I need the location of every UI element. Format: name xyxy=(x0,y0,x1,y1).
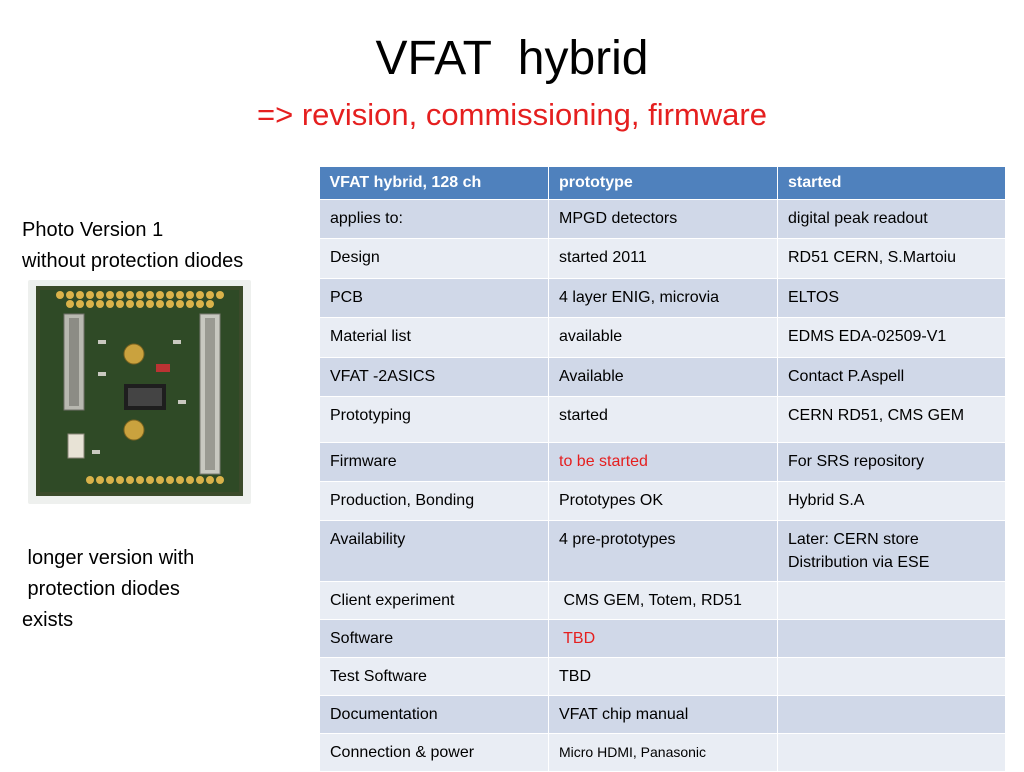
hybrid-board-photo xyxy=(28,280,251,504)
table-row: VFAT -2ASICS Available Contact P.Aspell xyxy=(319,357,1006,397)
table-cell: TBD xyxy=(548,657,778,696)
table-cell: Available xyxy=(548,357,778,397)
table-header-row: VFAT hybrid, 128 ch prototype started xyxy=(319,167,1006,200)
table-row: applies to: MPGD detectors digital peak … xyxy=(319,199,1006,239)
table-row: Software TBD xyxy=(319,619,1006,658)
table-cell: Test Software xyxy=(319,657,549,696)
table-cell: TBD xyxy=(548,619,778,658)
column-header: started xyxy=(777,167,1006,200)
table-row: Design started 2011 RD51 CERN, S.Martoiu xyxy=(319,238,1006,279)
table-cell: Hybrid S.A xyxy=(777,481,1006,521)
table-cell: RD51 CERN, S.Martoiu xyxy=(777,238,1006,279)
column-header: VFAT hybrid, 128 ch xyxy=(319,167,549,200)
table-cell: 4 pre-prototypes xyxy=(548,520,778,582)
table-cell xyxy=(777,733,1006,772)
table-cell: CMS GEM, Totem, RD51 xyxy=(548,581,778,620)
table-row: Material list available EDMS EDA-02509-V… xyxy=(319,317,1006,358)
table-cell: CERN RD51, CMS GEM xyxy=(777,396,1006,443)
table-cell: started xyxy=(548,396,778,443)
photo-caption-line: without protection diodes xyxy=(22,250,244,272)
table-cell: Client experiment xyxy=(319,581,549,620)
table-row: Production, Bonding Prototypes OK Hybrid… xyxy=(319,481,1006,521)
table-cell: Design xyxy=(319,238,549,279)
table-row: Firmware to be started For SRS repositor… xyxy=(319,442,1006,482)
table-cell: For SRS repository xyxy=(777,442,1006,482)
table-row: Client experiment CMS GEM, Totem, RD51 xyxy=(319,581,1006,620)
table-row: Documentation VFAT chip manual xyxy=(319,695,1006,734)
photo-caption-line: Photo Version 1 xyxy=(22,219,164,241)
table-cell: Software xyxy=(319,619,549,658)
table-cell: Availability xyxy=(319,520,549,582)
table-row: PCB 4 layer ENIG, microvia ELTOS xyxy=(319,278,1006,318)
table-cell: digital peak readout xyxy=(777,199,1006,239)
slide-title: VFAT hybrid xyxy=(375,32,649,85)
table-cell: 4 layer ENIG, microvia xyxy=(548,278,778,318)
version-note: longer version with protection diodes ex… xyxy=(22,543,194,636)
version-note-line: longer version with xyxy=(22,547,195,569)
column-header: prototype xyxy=(548,167,778,200)
table-cell: to be started xyxy=(548,442,778,482)
table-cell: applies to: xyxy=(319,199,549,239)
table-cell xyxy=(777,619,1006,658)
table-row: Prototyping started CERN RD51, CMS GEM xyxy=(319,396,1006,443)
table-cell: VFAT chip manual xyxy=(548,695,778,734)
table-cell xyxy=(777,695,1006,734)
table-cell xyxy=(777,581,1006,620)
table-cell: available xyxy=(548,317,778,358)
table-cell: Contact P.Aspell xyxy=(777,357,1006,397)
version-note-line: protection diodes xyxy=(22,578,180,600)
table-row: Test Software TBD xyxy=(319,657,1006,696)
table-cell: VFAT -2ASICS xyxy=(319,357,549,397)
table-cell: Later: CERN store Distribution via ESE xyxy=(777,520,1006,582)
table-cell: Production, Bonding xyxy=(319,481,549,521)
photo-caption: Photo Version 1 without protection diode… xyxy=(22,215,243,277)
table-cell: MPGD detectors xyxy=(548,199,778,239)
circuit-board-image xyxy=(36,286,243,496)
table-cell: started 2011 xyxy=(548,238,778,279)
spec-table: VFAT hybrid, 128 ch prototype started ap… xyxy=(319,167,1006,772)
table-cell: Connection & power xyxy=(319,733,549,772)
table-cell: EDMS EDA-02509-V1 xyxy=(777,317,1006,358)
table-row: Availability 4 pre-prototypes Later: CER… xyxy=(319,520,1006,582)
table-cell: Prototyping xyxy=(319,396,549,443)
table-cell: ELTOS xyxy=(777,278,1006,318)
table-row: Connection & power Micro HDMI, Panasonic xyxy=(319,733,1006,772)
table-cell: PCB xyxy=(319,278,549,318)
table-cell: Documentation xyxy=(319,695,549,734)
table-cell: Firmware xyxy=(319,442,549,482)
table-cell: Prototypes OK xyxy=(548,481,778,521)
slide-subtitle: => revision, commissioning, firmware xyxy=(257,97,767,132)
table-cell: Material list xyxy=(319,317,549,358)
version-note-line: exists xyxy=(22,609,74,631)
table-cell: Micro HDMI, Panasonic xyxy=(548,733,778,772)
table-cell xyxy=(777,657,1006,696)
